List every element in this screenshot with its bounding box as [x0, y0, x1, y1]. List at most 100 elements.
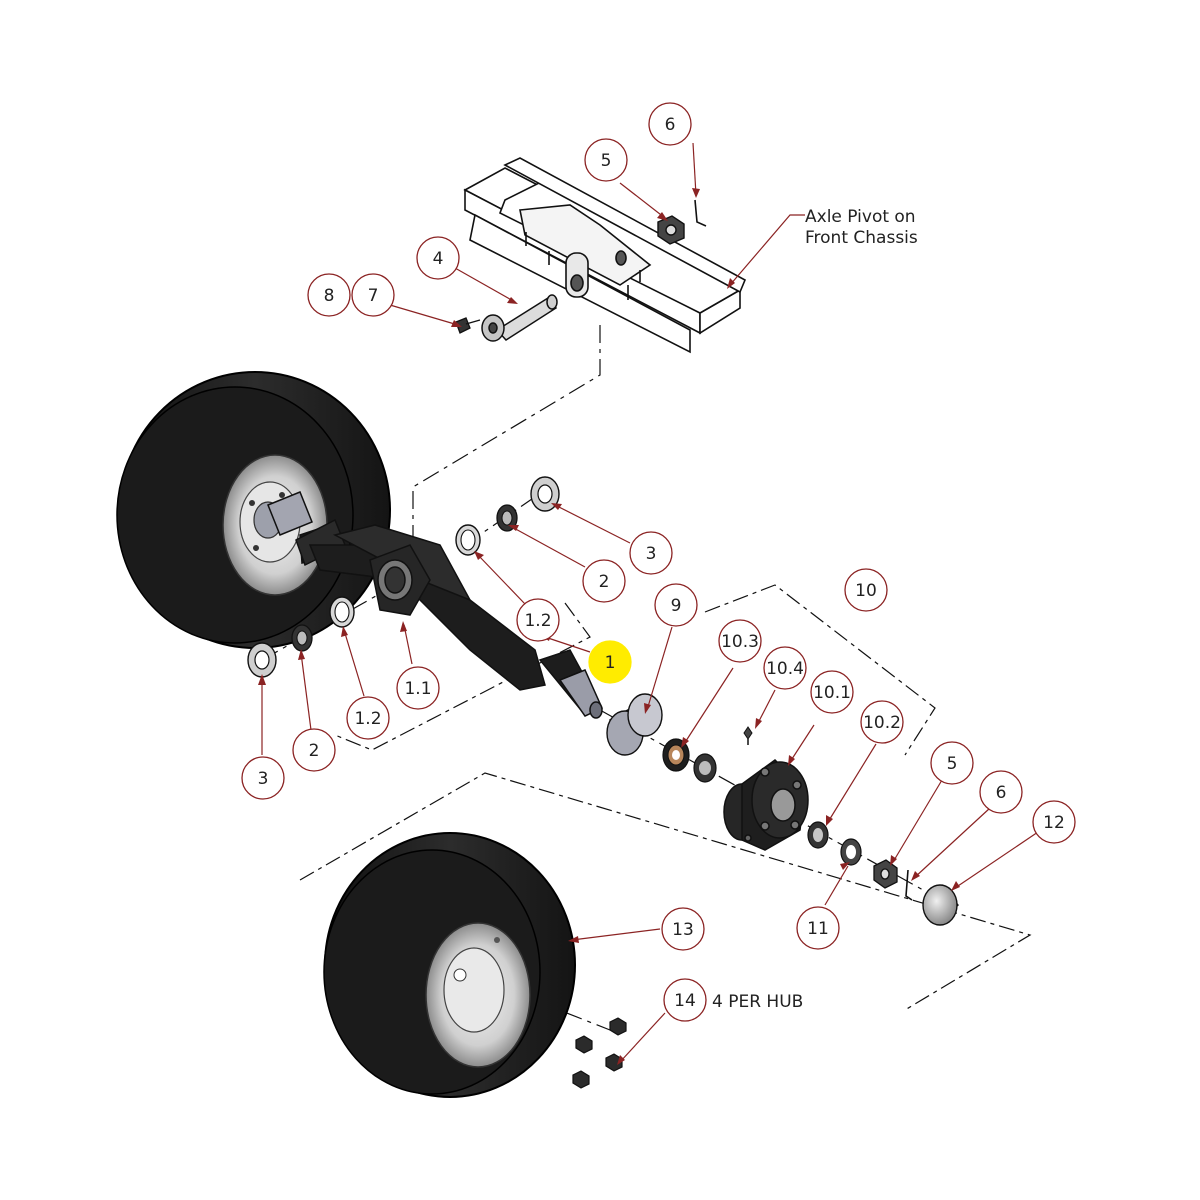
axle-pivot-note-line1: Axle Pivot on: [805, 207, 916, 227]
balloon-1-1: 1.1: [396, 666, 440, 710]
per-hub-note: 4 PER HUB: [712, 992, 803, 1012]
left-washer-3: [247, 642, 277, 678]
castle-nut-top: [657, 215, 685, 245]
balloon-label: 8: [324, 286, 335, 306]
group-brackets: [299, 584, 1032, 1011]
balloon-3-left: 3: [241, 756, 285, 800]
hub-10.1: [723, 759, 809, 851]
left-bushing-1.2: [329, 596, 355, 628]
balloon-label: 5: [601, 151, 612, 171]
wheel-bracket: [299, 772, 1032, 1011]
balloon-circle: [860, 700, 904, 744]
castle-nut-bottom: [873, 859, 898, 889]
balloon-10: 10: [844, 568, 888, 612]
balloon-circle: [844, 568, 888, 612]
axle-assembly: [267, 491, 603, 719]
balloon-label: 12: [1043, 813, 1065, 833]
balloon-label: 1.2: [524, 611, 551, 631]
balloon-circle: [663, 978, 707, 1022]
washer-11: [840, 838, 862, 866]
right-bearing-2: [496, 504, 518, 532]
bottom-wheel-13: [323, 832, 576, 1098]
spacer-9: [606, 693, 663, 756]
balloon-11: 11: [796, 906, 840, 950]
balloon-1-2-left: 1.2: [346, 696, 390, 740]
balloon-label: 10: [855, 581, 877, 601]
balloon-label: 10.2: [863, 713, 901, 733]
bolt-7: [455, 317, 481, 334]
balloon-3-right: 3: [629, 531, 673, 575]
bearing-cone: [693, 753, 717, 783]
balloon-label: 1: [605, 653, 616, 673]
balloon-10-3: 10.3: [718, 619, 762, 663]
balloon-label: 2: [599, 572, 610, 592]
leader-lines: [261, 142, 1039, 1063]
balloon-circle: [396, 666, 440, 710]
balloon-label: 6: [665, 115, 676, 135]
balloon-circle: [629, 531, 673, 575]
balloon-label: 6: [996, 783, 1007, 803]
balloon-4: 4: [416, 236, 460, 280]
axle-pivot-note-line2: Front Chassis: [805, 228, 918, 248]
balloon-label: 1.1: [404, 679, 431, 699]
balloon-circle: [292, 728, 336, 772]
balloon-circle: [930, 741, 974, 785]
balloon-label: 1.2: [354, 709, 381, 729]
bearing-10.2: [807, 821, 829, 849]
balloon-10-2: 10.2: [860, 700, 904, 744]
balloon-circle: [241, 756, 285, 800]
pivot-pin: [481, 294, 558, 342]
balloon-1-2-right: 1.2: [516, 598, 560, 642]
balloon-1: 1: [588, 640, 632, 684]
balloon-circle: [718, 619, 762, 663]
right-washer-3: [530, 476, 560, 512]
balloon-9: 9: [654, 583, 698, 627]
balloon-label: 11: [807, 919, 829, 939]
balloon-12: 12: [1032, 800, 1076, 844]
cotter-pin-top: [694, 199, 707, 227]
item10-bracket: [704, 584, 936, 756]
right-bushing-1.2: [455, 524, 481, 556]
balloon-label: 3: [258, 769, 269, 789]
cotter-pin-bottom: [905, 869, 913, 901]
balloon-circle: [796, 906, 840, 950]
dust-cap-12: [922, 884, 959, 926]
balloon-label: 10.3: [721, 632, 759, 652]
balloon-label: 10.4: [766, 659, 804, 679]
balloon-circle: [763, 646, 807, 690]
balloon-2-left: 2: [292, 728, 336, 772]
balloon-13: 13: [661, 907, 705, 951]
balloon-label: 2: [309, 741, 320, 761]
balloon-6-bottom: 6: [979, 770, 1023, 814]
item1-bracket: [334, 602, 591, 751]
balloon-10-4: 10.4: [763, 646, 807, 690]
balloon-circle: [654, 583, 698, 627]
balloon-circle: [810, 670, 854, 714]
balloon-label: 3: [646, 544, 657, 564]
pivot-phantom-line: [412, 325, 601, 545]
left-wheel: [116, 371, 391, 649]
front-chassis: [463, 157, 747, 354]
balloon-circle: [582, 559, 626, 603]
balloon-circle: [661, 907, 705, 951]
seal-10.3: [662, 738, 690, 772]
balloon-circle: [351, 273, 395, 317]
balloon-label: 14: [674, 991, 696, 1011]
balloon-circle: [416, 236, 460, 280]
balloon-14: 14: [663, 978, 707, 1022]
balloon-7: 7: [351, 273, 395, 317]
balloon-6-top: 6: [648, 102, 692, 146]
balloon-label: 7: [368, 286, 379, 306]
balloon-circle: [584, 138, 628, 182]
balloon-circle: [307, 273, 351, 317]
lug-nuts-14: [572, 1017, 627, 1089]
balloon-circle: [979, 770, 1023, 814]
balloon-label: 4: [433, 249, 444, 269]
balloon-5-bottom: 5: [930, 741, 974, 785]
balloon-circle: [648, 102, 692, 146]
balloon-circle: [1032, 800, 1076, 844]
balloon-2-right: 2: [582, 559, 626, 603]
left-bearing-2: [291, 624, 313, 652]
